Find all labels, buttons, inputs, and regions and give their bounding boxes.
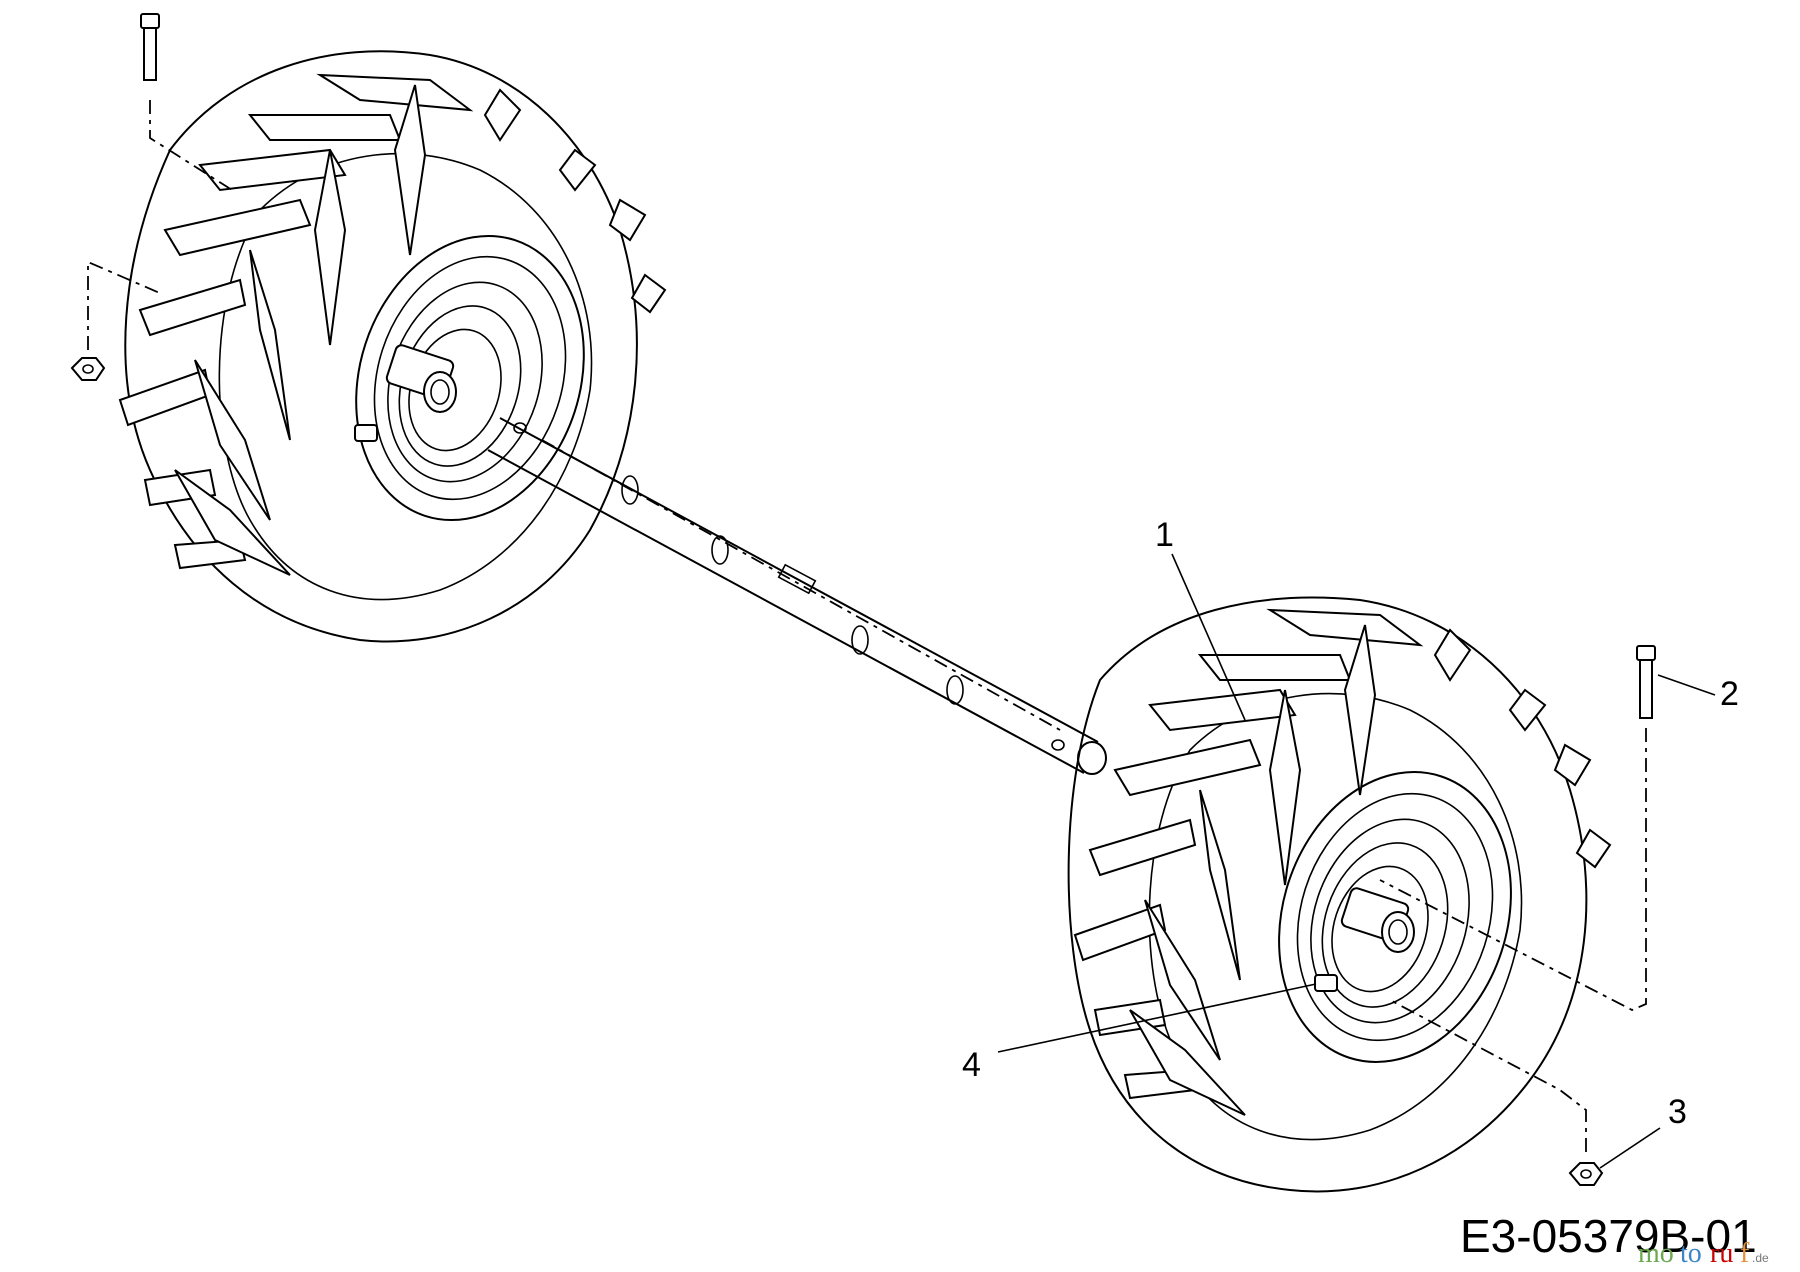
bolt-left [140,13,160,81]
nut-right [1568,1162,1604,1186]
bolt-right [1636,645,1656,719]
svg-text:mo: mo [1638,1238,1674,1269]
left-wheel [118,50,667,643]
assembly-line-left-bolt [149,100,233,191]
assembly-line-left-nut [87,260,163,350]
callout-4: 4 [962,1046,981,1084]
svg-text:.de: .de [1752,1251,1769,1265]
right-wheel [1067,596,1612,1193]
assembly-line-right-nut [1389,999,1587,1152]
callout-3: 3 [1668,1093,1687,1131]
leader-2 [1657,674,1716,696]
drawing-code: E3-05379B-01 [1460,1210,1757,1262]
callout-2: 2 [1720,675,1739,713]
svg-text:to: to [1680,1238,1702,1269]
nut-left [70,357,106,381]
assembly-line-right-bolt [1379,728,1647,1011]
leader-4 [997,983,1317,1053]
svg-text:f: f [1740,1238,1750,1269]
callout-1: 1 [1155,516,1174,554]
leader-1 [1171,553,1246,721]
leader-3 [1599,1127,1661,1169]
svg-text:ru: ru [1710,1238,1733,1269]
axle-shaft [487,417,1107,775]
assembly-line-axle [541,439,1061,731]
watermark-logo: mo to ru f .de [1638,1238,1769,1269]
